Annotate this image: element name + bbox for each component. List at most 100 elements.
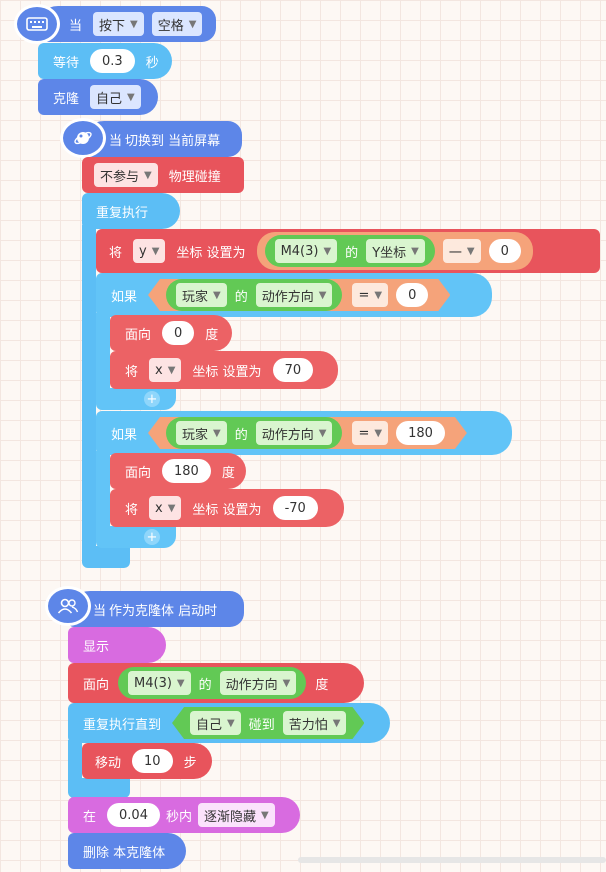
face-direction-block[interactable]: 面向 180 度 <box>110 453 246 489</box>
object-value: 玩家 <box>182 427 209 443</box>
wait-unit: 秒 <box>145 55 159 71</box>
object-dropdown[interactable]: 玩家 ▼ <box>176 283 227 307</box>
key-dropdown[interactable]: 空格▼ <box>151 12 203 36</box>
set-x-axis-dropdown[interactable]: x▼ <box>149 358 182 382</box>
chevron-down-icon: ▼ <box>151 245 160 257</box>
compare-value-input[interactable]: 0 <box>396 283 428 307</box>
object-value: M4(3) <box>280 243 319 259</box>
x-value-input[interactable]: -70 <box>272 496 318 520</box>
key-press-hat-block[interactable]: 当 按下▼ 空格▼ <box>36 6 216 42</box>
equals-operator[interactable]: 玩家▼ 的 动作方向▼ =▼ 180 <box>148 417 467 449</box>
chevron-down-icon: ▼ <box>176 677 185 689</box>
property-dropdown[interactable]: 动作方向▼ <box>256 421 333 445</box>
hat-event: 切换到 当前屏幕 <box>125 133 221 149</box>
degree-unit: 度 <box>205 327 219 343</box>
physics-mode-value: 不参与 <box>100 169 140 185</box>
operator-value: = <box>358 287 370 303</box>
effect-value: 逐渐隐藏 <box>203 809 256 825</box>
clone-target-dropdown[interactable]: 自己▼ <box>90 85 141 109</box>
operand-input[interactable]: 0 <box>488 239 521 263</box>
operator-dropdown[interactable]: =▼ <box>352 283 388 307</box>
property-dropdown[interactable]: 动作方向▼ <box>219 671 297 695</box>
object-dropdown[interactable]: 自己▼ <box>190 711 241 735</box>
operator-dropdown[interactable]: =▼ <box>352 421 388 445</box>
property-value: 动作方向 <box>261 289 314 305</box>
object-value: 玩家 <box>182 289 209 305</box>
physics-label: 物理碰撞 <box>168 169 221 185</box>
object-dropdown[interactable]: M4(3)▼ <box>274 239 338 263</box>
face-towards-block[interactable]: 面向 M4(3)▼ 的 动作方向▼ 度 <box>68 663 364 703</box>
chevron-down-icon: ▼ <box>227 717 235 729</box>
steps-input[interactable]: 10 <box>132 749 173 773</box>
clone-label: 克隆 <box>53 91 80 107</box>
axis-value: y <box>139 243 147 259</box>
fade-prefix: 在 <box>83 809 97 825</box>
direction-input[interactable]: 0 <box>162 321 195 345</box>
hat-event: 作为克隆体 启动时 <box>109 603 218 619</box>
effect-dropdown[interactable]: 逐渐隐藏▼ <box>197 803 275 827</box>
wait-label: 等待 <box>53 55 80 71</box>
repeat-forever-block[interactable] <box>82 193 180 229</box>
direction-input[interactable]: 180 <box>162 459 211 483</box>
show-label: 显示 <box>83 639 110 655</box>
object-dropdown[interactable]: 玩家▼ <box>176 421 227 445</box>
object-dropdown[interactable]: M4(3) ▼ <box>128 671 191 695</box>
chevron-down-icon: ▼ <box>213 289 221 301</box>
set-x-verb: 将 <box>125 364 139 380</box>
set-x-label: 坐标 设置为 <box>192 502 262 518</box>
wait-block[interactable]: 等待 0.3 秒 <box>38 43 172 79</box>
key-action-dropdown[interactable]: 按下▼ <box>93 12 144 36</box>
operator-value: = <box>358 425 370 441</box>
fade-effect-block[interactable]: 在 0.04 秒内 逐渐隐藏▼ <box>68 797 300 833</box>
property-reporter[interactable]: 玩家▼ 的 动作方向▼ <box>166 417 342 449</box>
x-value-input[interactable]: 70 <box>272 358 314 382</box>
screen-switch-hat-block[interactable]: 当 切换到 当前屏幕 <box>82 121 242 157</box>
add-else-button[interactable]: + <box>144 529 160 545</box>
chevron-down-icon: ▼ <box>144 169 152 181</box>
horizontal-scrollbar[interactable] <box>298 857 606 863</box>
show-block[interactable]: 显示 <box>68 627 166 663</box>
operator-value: 一 <box>448 245 462 261</box>
clone-block[interactable]: 克隆 自己▼ <box>38 79 158 115</box>
repeat-until-foot <box>68 778 130 798</box>
set-x-block[interactable]: 将 x▼ 坐标 设置为 -70 <box>110 489 344 527</box>
set-x-axis-dropdown[interactable]: x▼ <box>149 496 182 520</box>
set-x-block[interactable]: 将 x▼ 坐标 设置为 70 <box>110 351 338 389</box>
hat-prefix: 当 <box>69 18 83 34</box>
property-reporter[interactable]: M4(3)▼ 的 动作方向▼ <box>118 667 307 699</box>
wait-seconds-input[interactable]: 0.3 <box>90 49 135 73</box>
property-dropdown[interactable]: 动作方向▼ <box>256 283 333 307</box>
touching-condition[interactable]: 自己▼ 碰到 苦力怕▼ <box>172 707 364 739</box>
compare-value-input[interactable]: 180 <box>396 421 445 445</box>
subtract-operator[interactable]: M4(3)▼ 的 Y坐标▼ 一▼ 0 <box>256 232 533 270</box>
object-value: M4(3) <box>134 675 172 691</box>
of-label: 的 <box>234 289 248 305</box>
axis-value: x <box>155 362 163 378</box>
operator-dropdown[interactable]: 一▼ <box>442 239 481 263</box>
fade-seconds-input[interactable]: 0.04 <box>107 803 160 827</box>
physics-mode-dropdown[interactable]: 不参与 ▼ <box>94 163 158 187</box>
physics-collision-block[interactable]: 不参与 ▼ 物理碰撞 <box>82 157 244 193</box>
set-y-axis-dropdown[interactable]: y▼ <box>133 239 166 263</box>
face-label: 面向 <box>125 327 152 343</box>
delete-clone-label: 删除 本克隆体 <box>83 845 166 861</box>
chevron-down-icon: ▼ <box>466 245 475 257</box>
property-dropdown[interactable]: Y坐标▼ <box>366 239 425 263</box>
delete-clone-block[interactable]: 删除 本克隆体 <box>68 833 186 869</box>
face-direction-block[interactable]: 面向 0 度 <box>110 315 232 351</box>
clone-start-hat-block[interactable]: 当 作为克隆体 启动时 <box>68 591 244 627</box>
equals-operator[interactable]: 玩家 ▼ 的 动作方向▼ =▼ 0 <box>148 279 450 311</box>
if-2-arm <box>96 451 110 531</box>
chevron-down-icon: ▼ <box>167 364 176 376</box>
move-block[interactable]: 移动 10 步 <box>82 743 212 779</box>
set-y-block[interactable]: 将 y▼ 坐标 设置为 M4(3)▼ 的 Y坐标▼ 一▼ 0 <box>96 229 600 273</box>
property-value: 动作方向 <box>261 427 314 443</box>
property-reporter[interactable]: 玩家 ▼ 的 动作方向▼ <box>166 279 342 311</box>
property-reporter[interactable]: M4(3)▼ 的 Y坐标▼ <box>264 235 435 267</box>
add-else-button[interactable]: + <box>144 391 160 407</box>
set-y-verb: 将 <box>109 245 123 261</box>
touch-target-dropdown[interactable]: 苦力怕▼ <box>283 711 347 735</box>
chevron-down-icon: ▼ <box>374 427 383 439</box>
repeat-forever-label: 重复执行 <box>96 205 149 221</box>
move-label: 移动 <box>95 755 122 771</box>
